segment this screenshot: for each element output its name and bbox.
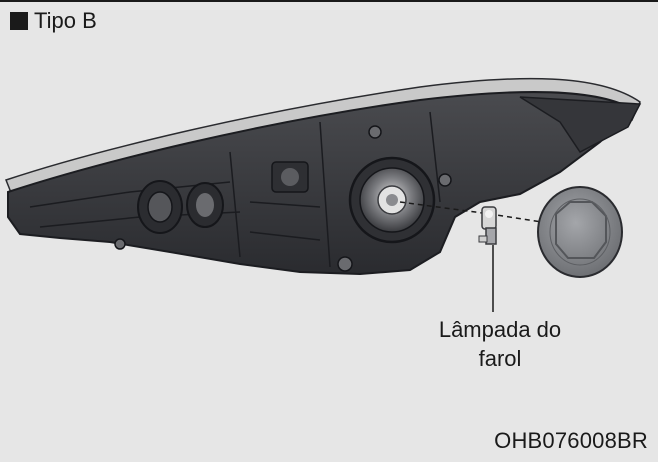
headlamp-bulb-socket	[348, 156, 436, 244]
left-socket	[137, 180, 183, 234]
mounting-screws	[114, 125, 452, 272]
housing-fin	[519, 96, 642, 153]
bulb-callout-label: Lâmpada do farol	[400, 315, 600, 373]
middle-socket	[186, 182, 224, 228]
callout-line-2: farol	[478, 346, 522, 371]
figure-code: OHB076008BR	[494, 428, 648, 453]
callout-line-1: Lâmpada do	[438, 317, 562, 342]
type-label: Tipo B	[10, 8, 97, 34]
type-label-text: Tipo B	[34, 8, 97, 33]
dust-cap	[537, 186, 623, 278]
upper-socket	[271, 161, 309, 193]
headlamp-bulb	[478, 206, 497, 245]
type-marker-square	[10, 12, 28, 30]
